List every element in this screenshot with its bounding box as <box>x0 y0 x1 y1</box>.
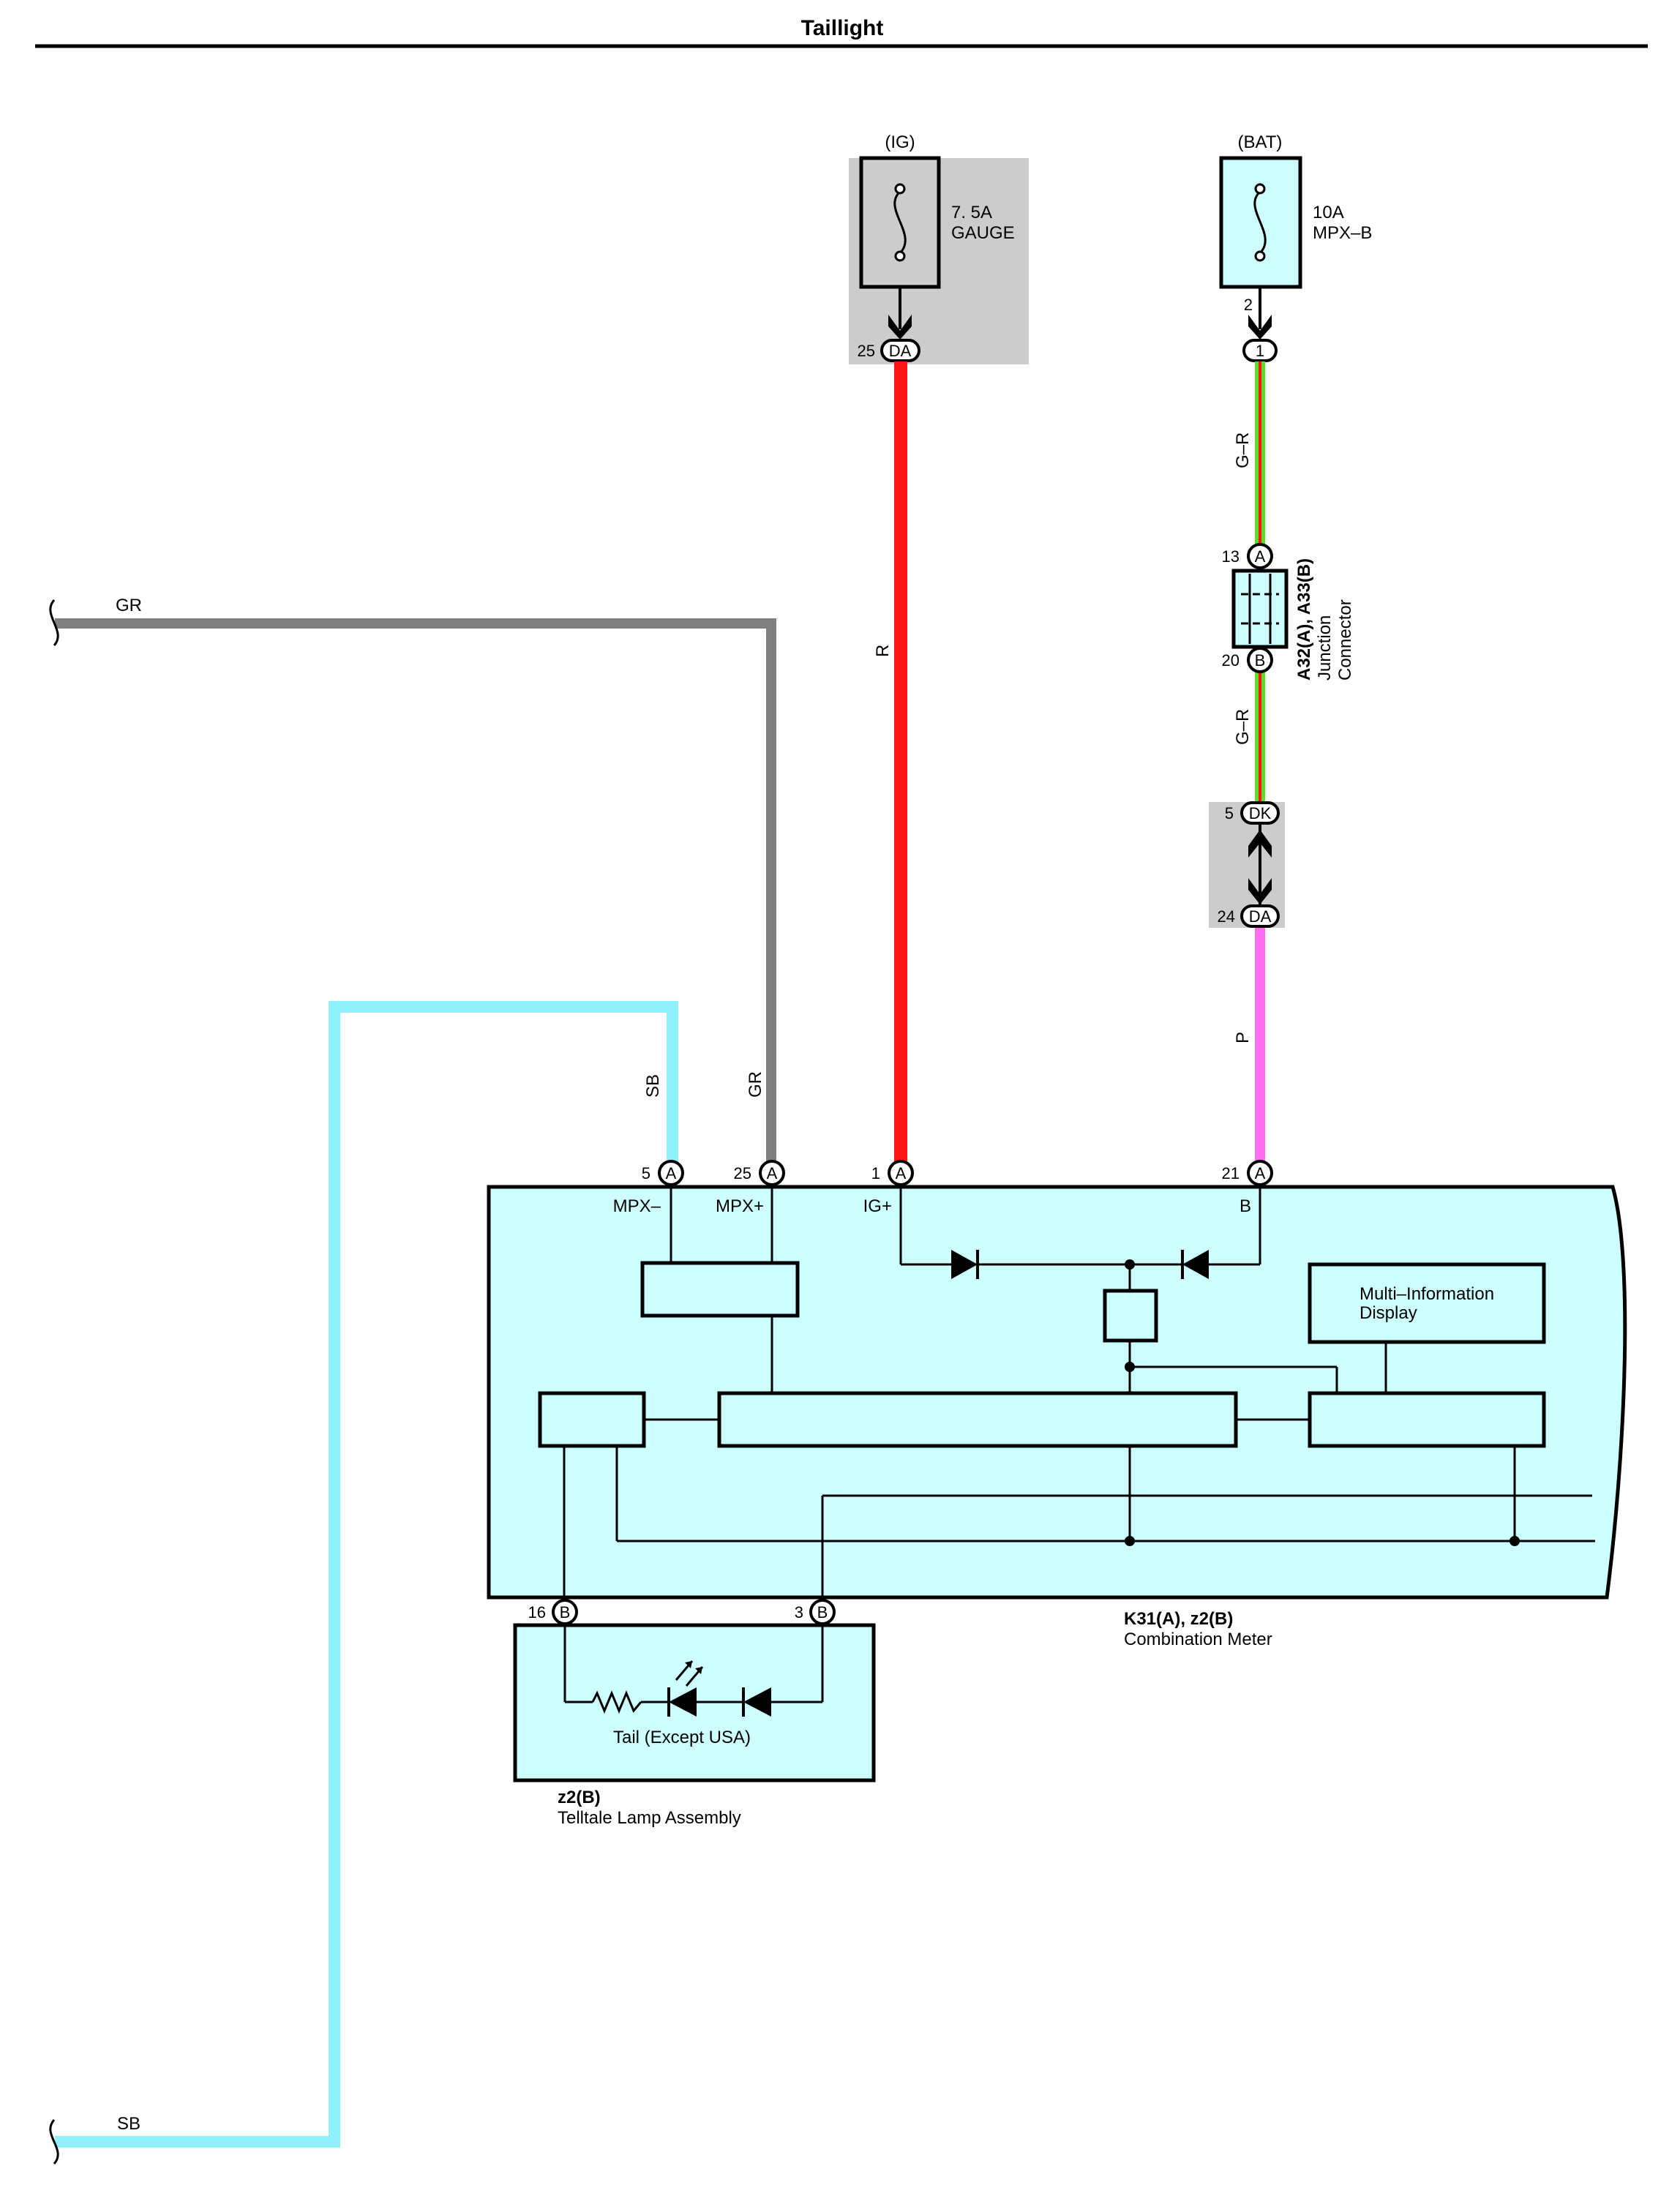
telltale-name: Telltale Lamp Assembly <box>558 1808 741 1828</box>
meter-pin-label-mpx-plus: MPX+ <box>716 1196 764 1216</box>
mid-label-line1: Multi–Information <box>1360 1284 1494 1304</box>
bat-connector-1 <box>1242 339 1278 362</box>
svg-text:25: 25 <box>734 1164 751 1182</box>
tail-lamp-label: Tail (Except USA) <box>613 1728 751 1747</box>
jc-connector-a <box>1247 543 1273 569</box>
wire-gr-upper-label: G–R <box>1233 432 1253 468</box>
bat-source-label: (BAT) <box>1238 132 1283 152</box>
svg-text:1: 1 <box>1256 342 1264 360</box>
wire-sb-break <box>49 2118 59 2165</box>
ig-pin-number: 25 <box>858 342 875 360</box>
jb-chevron-down <box>1248 878 1272 904</box>
jb-pin-top-number: 5 <box>1225 804 1234 822</box>
svg-text:DA: DA <box>1249 907 1272 926</box>
ig-connector-da <box>880 339 920 362</box>
jb-chevron-up <box>1248 830 1272 858</box>
svg-text:21: 21 <box>1222 1164 1240 1182</box>
display-driver-block <box>1308 1391 1546 1448</box>
ig-terminal-chevron <box>888 315 912 340</box>
meter-name: Combination Meter <box>1124 1630 1272 1649</box>
wire-sb <box>55 1001 678 2148</box>
gauge-fuse-rating: 7. 5A <box>951 203 992 222</box>
mpx-b-fuse-rating: 10A <box>1313 203 1344 222</box>
jc-connector-b <box>1247 647 1273 673</box>
svg-text:A: A <box>1255 547 1266 566</box>
svg-text:5: 5 <box>642 1164 650 1182</box>
jc-code: A32(A), A33(B) <box>1294 558 1314 681</box>
svg-text:3: 3 <box>795 1603 803 1622</box>
jc-pin-b-number: 20 <box>1222 651 1240 670</box>
mpx-interface-block <box>640 1261 800 1318</box>
meter-code: K31(A), z2(B) <box>1124 1609 1233 1629</box>
ig-source-label: (IG) <box>885 132 915 152</box>
wire-gr-lower-label: G–R <box>1233 709 1253 745</box>
svg-text:1: 1 <box>871 1164 880 1182</box>
jb-pin-bottom-number: 24 <box>1218 907 1235 926</box>
driver-block <box>538 1391 646 1448</box>
wire-sb-left-label: SB <box>117 2114 140 2134</box>
cpu-block <box>717 1391 1238 1448</box>
meter-pin-label-b: B <box>1240 1196 1251 1216</box>
svg-text:A: A <box>666 1164 677 1182</box>
telltale-code: z2(B) <box>558 1788 601 1807</box>
relay-coil-block <box>1103 1289 1158 1343</box>
jc-name-line2: Connector <box>1335 599 1355 681</box>
jb-connector-da <box>1240 904 1280 928</box>
svg-text:A: A <box>1255 1164 1266 1182</box>
wire-gr-vertical-label: GR <box>746 1071 765 1098</box>
jb-connector-dk <box>1240 801 1280 825</box>
gauge-fuse-element <box>893 190 907 255</box>
svg-text:A: A <box>896 1164 907 1182</box>
mpx-b-fuse-element <box>1253 190 1267 255</box>
tail-led <box>669 1687 697 1717</box>
meter-pin-label-ig-plus: IG+ <box>863 1196 892 1216</box>
wire-gr-left-label: GR <box>116 596 142 615</box>
bat-terminal-chevron <box>1248 315 1272 340</box>
wire-r-label: R <box>873 645 893 657</box>
tail-diode <box>743 1687 771 1717</box>
page-title: Taillight <box>801 16 884 40</box>
wire-sb-vertical-label: SB <box>643 1074 663 1098</box>
bat-pin-number: 2 <box>1244 296 1253 314</box>
svg-text:16: 16 <box>528 1603 546 1622</box>
gauge-fuse-name: GAUGE <box>951 223 1015 243</box>
wire-gr-break <box>49 599 59 647</box>
junction-connector <box>1231 569 1289 649</box>
svg-text:B: B <box>1255 651 1266 670</box>
svg-text:A: A <box>767 1164 778 1182</box>
multi-information-display <box>1308 1262 1546 1344</box>
jc-name-line1: Junction <box>1315 615 1335 681</box>
svg-text:B: B <box>560 1603 571 1622</box>
svg-text:DK: DK <box>1249 804 1272 822</box>
wire-p-label: P <box>1233 1032 1253 1043</box>
mpx-b-fuse-name: MPX–B <box>1313 223 1372 243</box>
wire-gr <box>55 618 776 1172</box>
jc-pin-a-number: 13 <box>1222 547 1240 566</box>
svg-text:DA: DA <box>889 342 912 360</box>
mid-label-line2: Display <box>1360 1303 1417 1323</box>
svg-text:B: B <box>817 1603 828 1622</box>
meter-pin-label-mpx-minus: MPX– <box>613 1196 661 1216</box>
